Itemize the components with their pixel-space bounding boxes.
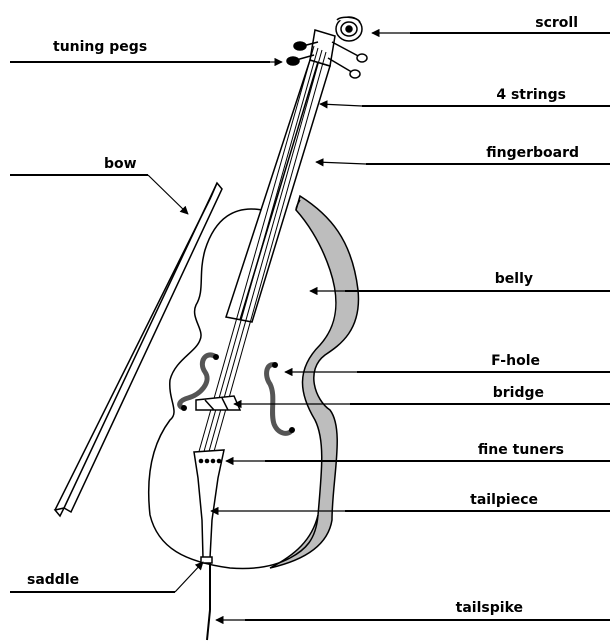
label-strings: 4 strings xyxy=(496,87,566,103)
label-bow: bow xyxy=(104,156,137,172)
label-bridge: bridge xyxy=(493,385,544,401)
label-belly: belly xyxy=(495,271,533,287)
label-saddle: saddle xyxy=(27,572,79,588)
tailspike xyxy=(207,563,210,640)
label-tailspike: tailspike xyxy=(456,600,523,616)
tailpiece xyxy=(194,450,224,558)
label-fingerboard: fingerboard xyxy=(486,145,579,161)
scroll xyxy=(336,17,362,41)
label-tailpiece: tailpiece xyxy=(470,492,538,508)
label-f-hole: F-hole xyxy=(491,353,540,369)
rib-shading xyxy=(270,196,358,568)
neck xyxy=(226,30,335,322)
label-fine-tuners: fine tuners xyxy=(478,442,564,458)
bow-frog xyxy=(55,508,64,516)
bridge xyxy=(196,396,240,410)
label-scroll: scroll xyxy=(535,15,578,31)
f-hole-right xyxy=(267,365,292,434)
bow-hair xyxy=(55,197,211,510)
label-tuning-pegs: tuning pegs xyxy=(53,39,147,55)
